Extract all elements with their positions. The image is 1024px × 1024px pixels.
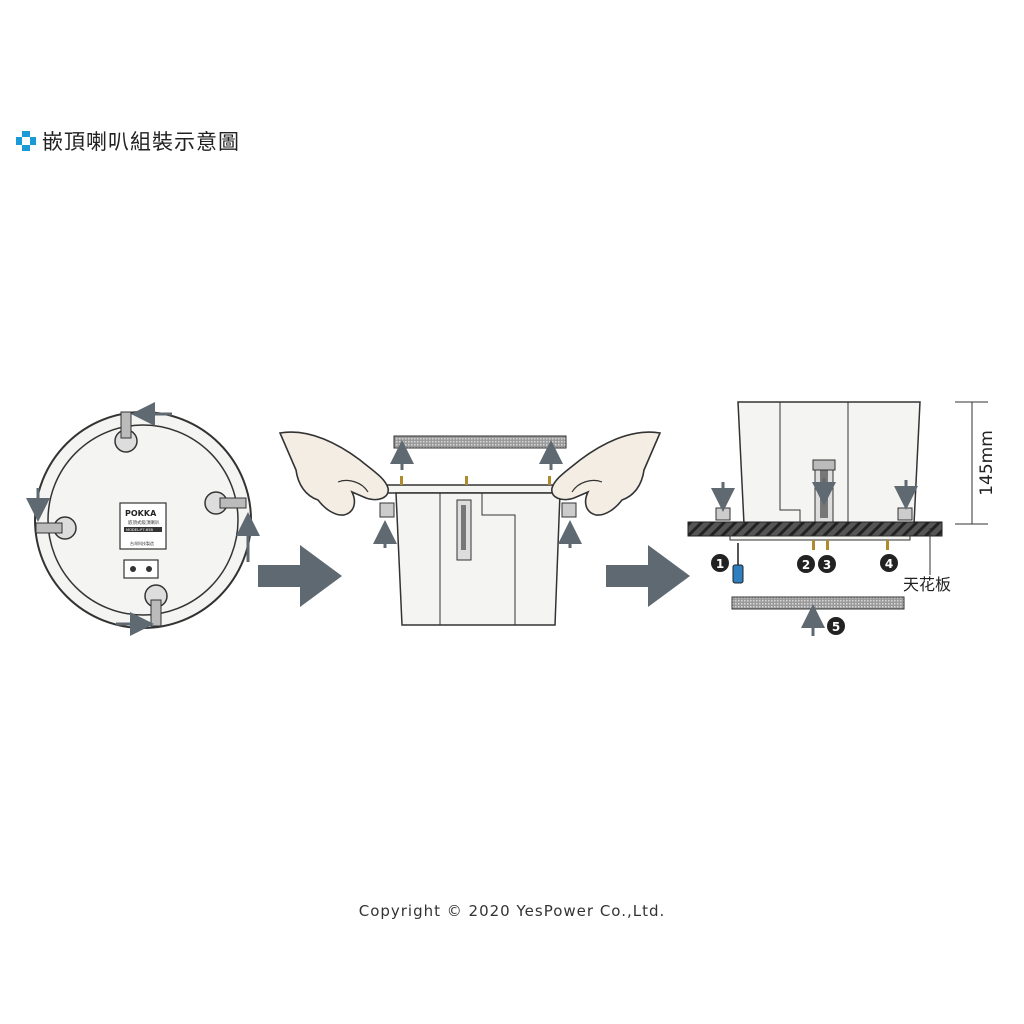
clamp-right	[204, 491, 247, 515]
clamp-left	[35, 516, 77, 540]
step-badge-3: 3	[818, 555, 836, 573]
dimension-line	[955, 401, 988, 525]
dimension-label: 145mm	[977, 430, 997, 496]
wire-terminal	[123, 559, 159, 579]
label-footer: 台灣科技製造	[130, 540, 154, 546]
ceiling-label: 天花板	[903, 575, 951, 594]
ceiling-board	[687, 521, 943, 537]
step-badge-4: 4	[880, 554, 898, 572]
flow-arrow-icon	[258, 545, 342, 607]
page-title: 嵌頂喇叭組裝示意圖	[42, 130, 240, 154]
right-hand-icon	[551, 431, 662, 516]
clamp-bottom	[144, 584, 168, 627]
screwdriver-icon	[732, 543, 744, 584]
svg-text:4: 4	[885, 557, 893, 571]
diagram-title: 嵌頂喇叭組裝示意圖	[14, 126, 240, 156]
svg-text:5: 5	[832, 620, 840, 634]
speaker-installed-view: 145mm 天花板 1 2 3 4 5	[687, 401, 997, 636]
step-badge-5: 5	[827, 617, 845, 635]
speaker-side-view-insert	[373, 435, 582, 626]
mesh-grille	[731, 596, 905, 610]
cross-bullet-icon	[16, 131, 36, 151]
label-model: MODEL:P7-65B	[126, 528, 154, 532]
left-hand-icon	[278, 431, 389, 516]
step-badge-2: 2	[797, 555, 815, 573]
label-line1: 嵌頂式吸頂喇叭	[128, 519, 160, 526]
mesh-grille	[393, 435, 567, 449]
svg-text:2: 2	[802, 558, 810, 572]
step-badge-1: 1	[711, 554, 729, 572]
svg-text:1: 1	[716, 557, 724, 571]
svg-text:3: 3	[823, 558, 831, 572]
flow-arrow-icon	[606, 545, 690, 607]
label-brand: POKKA	[125, 509, 157, 518]
product-label-plate	[119, 502, 167, 550]
speaker-top-view: POKKA 嵌頂式吸頂喇叭 MODEL:P7-65B 台灣科技製造	[26, 402, 260, 636]
copyright-text: Copyright © 2020 YesPower Co.,Ltd.	[358, 902, 666, 920]
